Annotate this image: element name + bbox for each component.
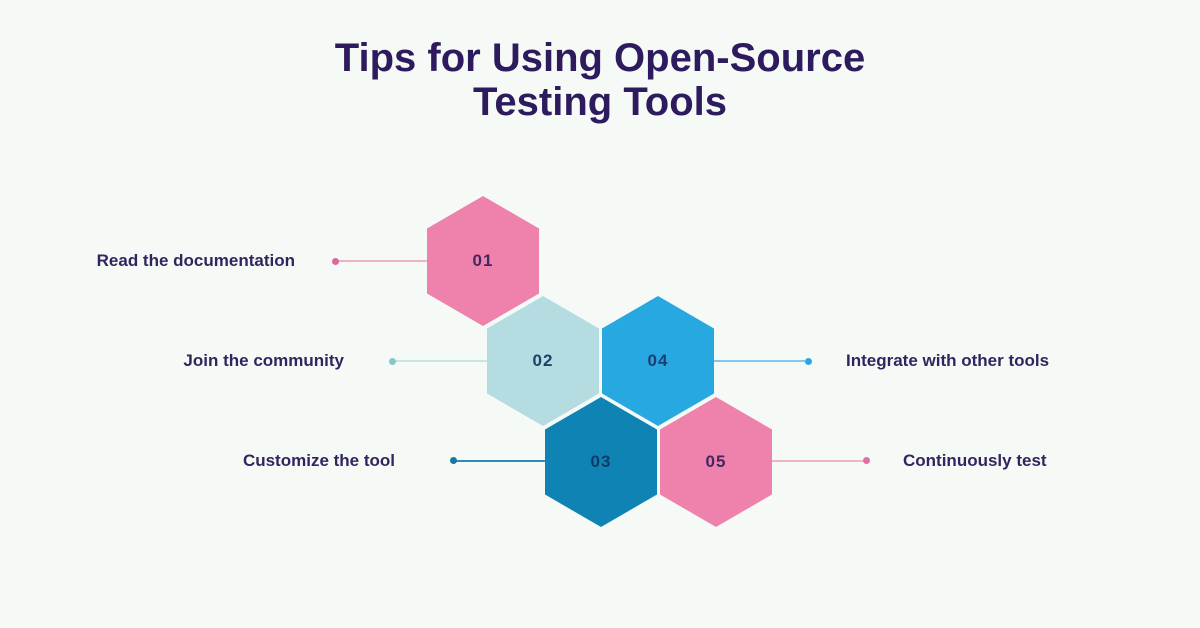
hexagon-step-01: 01 (427, 196, 539, 326)
connector-dot-02 (389, 358, 396, 365)
connector-line-01 (336, 260, 427, 262)
connector-dot-03 (450, 457, 457, 464)
connector-line-02 (393, 360, 488, 362)
connector-dot-01 (332, 258, 339, 265)
hexagon-step-04: 04 (602, 296, 714, 426)
step-number-02: 02 (532, 351, 554, 370)
connector-dot-05 (863, 457, 870, 464)
step-label-01: Read the documentation (96, 251, 295, 270)
step-label-04: Integrate with other tools (846, 351, 1050, 370)
step-label-02: Join the community (183, 351, 344, 370)
step-number-04: 04 (647, 351, 669, 370)
step-number-05: 05 (705, 452, 727, 471)
hexagon-step-02: 02 (487, 296, 599, 426)
page-title-line2: Testing Tools (472, 80, 728, 124)
page-title-line1: Tips for Using Open-Source (334, 36, 866, 80)
step-number-01: 01 (472, 251, 494, 270)
connector-line-03 (454, 460, 546, 462)
hexagon-step-03: 03 (545, 397, 657, 527)
step-number-03: 03 (590, 452, 612, 471)
step-label-05: Continuously test (903, 451, 1047, 470)
hexagon-step-05: 05 (660, 397, 772, 527)
connector-line-05 (772, 460, 863, 462)
connector-line-04 (714, 360, 805, 362)
connector-dot-04 (805, 358, 812, 365)
step-label-03: Customize the tool (242, 451, 395, 470)
page-title: Tips for Using Open-Source Testing Tools (0, 36, 1200, 124)
